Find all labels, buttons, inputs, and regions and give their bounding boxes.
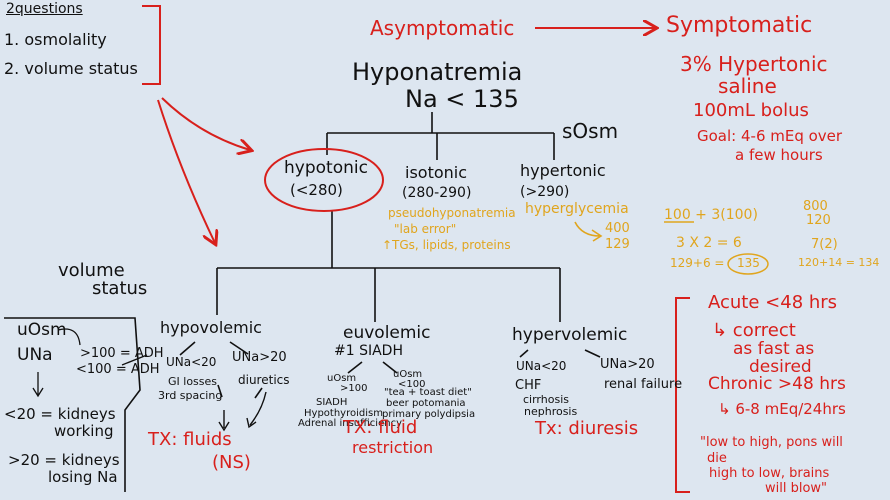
isotonic-note-lab-error: "lab error" — [394, 222, 457, 236]
una-arrow — [32, 372, 44, 398]
calc-result: 135 — [737, 256, 760, 270]
hypo-una-low: UNa<20 — [166, 355, 217, 369]
hypo-treatment: TX: fluids — [148, 429, 232, 450]
hypo-cause-diuretics: diuretics — [238, 373, 290, 387]
hypertonic-label: hypertonic — [520, 161, 606, 180]
mnemonic-line1: "low to high, pons will — [700, 435, 843, 450]
adh-high: >100 = ADH — [80, 346, 164, 361]
question-volume-status: 2. volume status — [4, 59, 138, 78]
calc-line1: 100 + 3(100) — [664, 207, 758, 223]
isotonic-note-pseudo: pseudohyponatremia — [388, 206, 516, 220]
hyper-cause-chf: CHF — [515, 378, 542, 393]
calc-glucose: 400 — [605, 221, 630, 236]
arrow-to-hypotonic — [161, 97, 250, 150]
hypotonic-circle — [264, 148, 384, 212]
isotonic-note-causes: ↑TGs, lipids, proteins — [382, 238, 511, 252]
calc-line3: 129+6 = — [670, 256, 725, 270]
calc-right-800: 800 — [803, 199, 828, 214]
kidney-working-1: <20 = kidneys — [4, 405, 116, 423]
hypotonic-label: hypotonic — [284, 158, 368, 178]
hyper-cause-cirrhosis: cirrhosis — [523, 393, 569, 406]
eu-cause-siadh: SIADH — [316, 397, 348, 408]
acute-action-1: ↳ correct — [712, 320, 796, 341]
hyperglycemia-arrow — [574, 221, 603, 242]
calc-sodium: 129 — [605, 237, 630, 252]
kidney-working-2: working — [54, 422, 114, 440]
eu-cause-tea-toast: "tea + toast diet" — [384, 387, 472, 398]
hyponatremia-title: Hyponatremia — [352, 58, 523, 86]
osmolality-tree-lines — [179, 112, 601, 399]
chronic-action: ↳ 6-8 mEq/24hrs — [718, 400, 846, 418]
treatment-bolus: 100mL bolus — [693, 100, 809, 121]
isotonic-label: isotonic — [405, 163, 468, 182]
hyponatremia-threshold: Na < 135 — [405, 85, 519, 113]
isotonic-range: (280-290) — [402, 185, 472, 201]
acute-action-3: desired — [749, 357, 812, 377]
hyper-cause-nephrosis: nephrosis — [524, 405, 578, 418]
treatment-hypertonic: 3% Hypertonic — [680, 52, 828, 76]
hypo-tx-arrow — [218, 410, 230, 432]
hypertonic-range: (>290) — [520, 184, 570, 200]
hyper-treatment: Tx: diuresis — [535, 418, 639, 439]
hypo-una-high: UNa>20 — [232, 350, 287, 365]
hyper-cause-renal-failure: renal failure — [604, 377, 683, 392]
hypervolemic-label: hypervolemic — [512, 325, 628, 345]
volume-heading-1: volume — [58, 260, 125, 281]
mnemonic-line2: die — [707, 451, 727, 466]
kidney-losing-1: >20 = kidneys — [8, 451, 120, 469]
calc-line2: 3 X 2 = 6 — [676, 235, 742, 251]
questions-bracket — [142, 5, 161, 85]
hypotonic-range: (<280) — [290, 181, 343, 199]
adh-strike — [121, 354, 148, 366]
questions-title: 2questions — [6, 1, 83, 17]
eu-cause-polydipsia: primary polydipsia — [382, 409, 476, 420]
treatment-goal: Goal: 4-6 mEq over — [697, 127, 843, 145]
calc-right-120: 120 — [806, 213, 831, 228]
una-label: UNa — [17, 345, 53, 365]
euvolemic-label: euvolemic — [343, 323, 431, 343]
hypovolemic-label: hypovolemic — [160, 318, 262, 337]
chronic-label: Chronic >48 hrs — [708, 374, 846, 394]
hypo-cause-3rd-spacing: 3rd spacing — [158, 389, 223, 402]
hyper-una-high: UNa>20 — [600, 357, 655, 372]
eu-cause-hypothyroid: Hypothyroidism — [304, 408, 383, 419]
eu-uosm-high-2: >100 — [340, 383, 368, 394]
adh-low: <100 = ADH — [76, 362, 160, 377]
hypo-treatment-detail: (NS) — [212, 452, 251, 473]
eu-uosm-low-1: uOsm — [393, 369, 423, 380]
acute-label: Acute <48 hrs — [708, 292, 838, 313]
eu-uosm-high-1: uOsm — [327, 373, 357, 384]
mnemonic-line3: high to low, brains — [709, 466, 830, 481]
calc-right-7x2: 7(2) — [811, 237, 838, 252]
calc-circle — [727, 253, 769, 275]
uosm-label: uOsm — [17, 320, 67, 340]
calc-right-sum: 120+14 = 134 — [798, 256, 880, 269]
euvolemic-siadh: #1 SIADH — [334, 343, 403, 359]
uosm-arrow — [57, 328, 81, 346]
symptomatic-label: Symptomatic — [666, 13, 813, 38]
eu-cause-beer: beer potomania — [386, 398, 466, 409]
eu-treatment: TX: fluid — [343, 417, 418, 438]
hyper-una-low: UNa<20 — [516, 359, 567, 373]
serum-osm-label: sOsm — [562, 119, 619, 143]
eu-uosm-low-2: <100 — [398, 379, 426, 390]
asymptomatic-label: Asymptomatic — [370, 16, 515, 40]
diuretics-arrow — [246, 391, 267, 429]
eu-treatment-detail: restriction — [352, 438, 434, 457]
timing-bracket — [675, 297, 690, 493]
hypo-cause-gi: GI losses — [168, 375, 218, 388]
volume-box-border — [4, 317, 141, 492]
volume-heading-2: status — [92, 278, 148, 299]
treatment-saline: saline — [718, 74, 777, 98]
kidney-losing-2: losing Na — [48, 468, 118, 486]
question-osmolality: 1. osmolality — [4, 30, 107, 49]
mnemonic-line4: will blow" — [765, 481, 828, 496]
treatment-goal-time: a few hours — [735, 146, 823, 164]
hypertonic-note: hyperglycemia — [525, 201, 629, 217]
arrow-to-volume — [157, 99, 215, 243]
acute-action-2: as fast as — [733, 339, 815, 359]
eu-cause-adrenal: Adrenal insufficiency — [298, 418, 402, 429]
